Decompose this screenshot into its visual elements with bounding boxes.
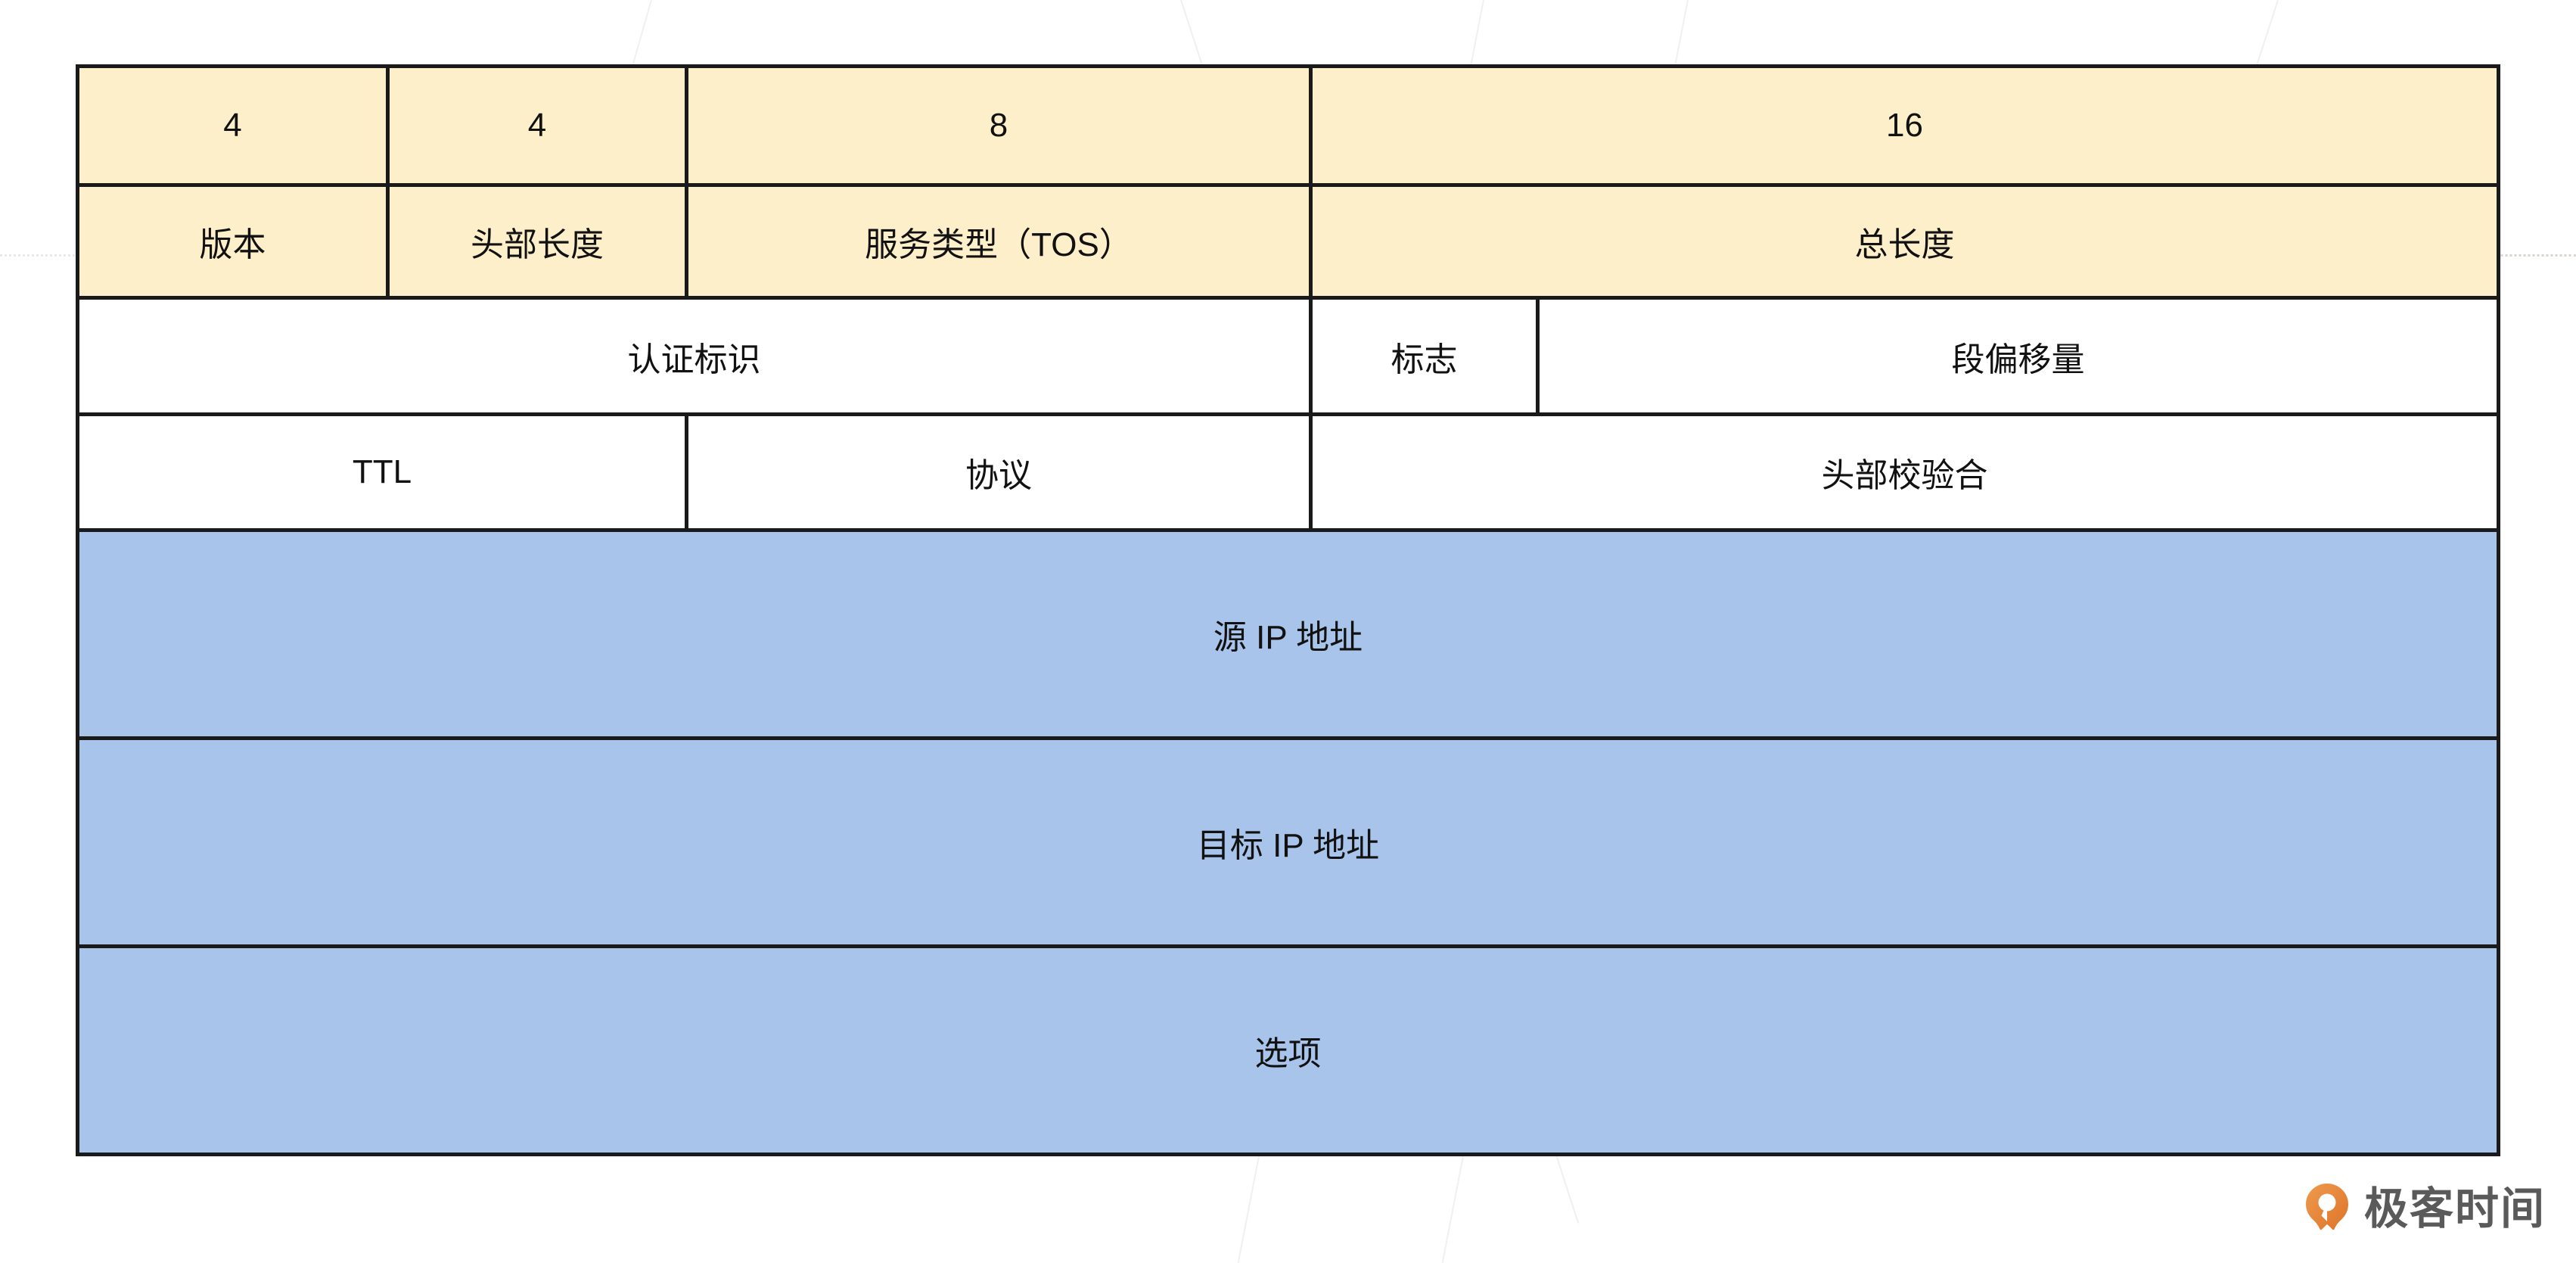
table-row-bit-widths: 4 4 8 16 [76,64,2501,187]
table-row-field-names-3: TTL 协议 头部校验合 [76,412,2501,532]
cell-field-header-length: 头部长度 [386,182,688,300]
table-row-source-ip: 源 IP 地址 [75,527,2501,740]
cell-field-protocol: 协议 [685,412,1313,532]
cell-field-version: 版本 [76,182,390,300]
cell-field-fragment-offset: 段偏移量 [1535,296,2501,417]
table-row-field-names-2: 认证标识 标志 段偏移量 [76,296,2501,417]
cell-bits-tos: 8 [685,64,1313,187]
cell-field-destination-ip: 目标 IP 地址 [75,736,2501,948]
cell-field-identification: 认证标识 [76,296,1313,417]
cell-field-source-ip: 源 IP 地址 [75,527,2501,740]
brand-logo: 极客时间 [2304,1182,2546,1235]
cell-field-options: 选项 [75,944,2501,1157]
cell-field-total-length: 总长度 [1308,182,2501,300]
cell-field-header-checksum: 头部校验合 [1308,412,2501,532]
cell-field-ttl: TTL [76,412,688,532]
table-row-field-names-1: 版本 头部长度 服务类型（TOS） 总长度 [76,182,2501,300]
cell-field-flags: 标志 [1309,296,1540,417]
table-row-dest-ip: 目标 IP 地址 [75,736,2501,948]
cell-field-tos: 服务类型（TOS） [685,182,1313,300]
ipv4-header-diagram: 4 4 8 16 版本 头部长度 服务类型（TOS） 总长度 认证标识 标志 段… [75,64,2501,1157]
geektime-pin-icon [2304,1182,2351,1235]
cell-bits-version: 4 [76,64,390,187]
cell-bits-ihl: 4 [386,64,688,187]
brand-name: 极客时间 [2363,1183,2546,1234]
table-row-options: 选项 [75,944,2501,1157]
cell-bits-total-length: 16 [1308,64,2501,187]
